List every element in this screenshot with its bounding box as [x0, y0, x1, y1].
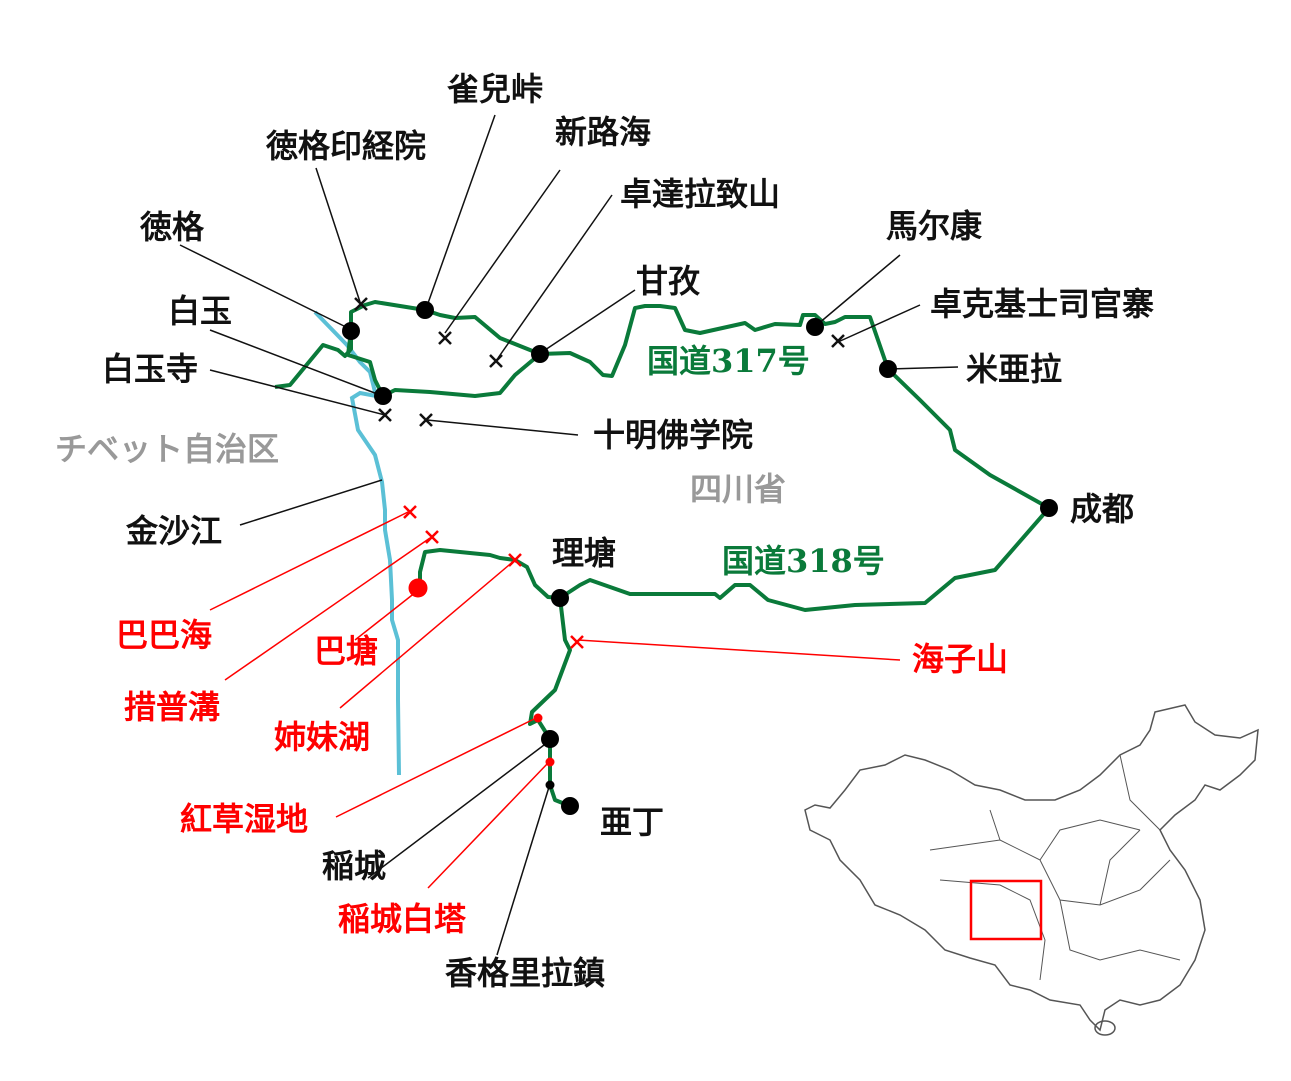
marker-hongcao	[533, 713, 543, 723]
province-borders	[929, 754, 1181, 981]
marker-dege	[342, 322, 360, 340]
route-g318	[418, 506, 1051, 612]
leader-lines	[179, 114, 959, 956]
marker-yading	[561, 797, 579, 815]
region-tibet: チベット自治区	[55, 430, 279, 468]
label-hongcao: 紅草湿地	[180, 800, 308, 838]
label-xinluhai: 新路海	[555, 113, 651, 151]
label-jinsha: 金沙江	[125, 512, 222, 550]
road-g318: 国道318号	[722, 542, 885, 580]
marker-batang	[408, 578, 428, 598]
label-maerkang: 馬尔康	[886, 207, 983, 245]
label-ganzi: 甘孜	[636, 262, 701, 300]
marker-ganzi	[531, 345, 549, 363]
label-xianggelila: 香格里拉鎮	[445, 954, 605, 992]
label-zimeihu: 姉妹湖	[274, 718, 370, 756]
marker-baiyu	[374, 387, 392, 405]
region-sichuan: 四川省	[690, 470, 786, 508]
label-chengdu: 成都	[1070, 490, 1134, 528]
label-batang: 巴塘	[314, 632, 378, 670]
marker-queerxia	[416, 301, 434, 319]
label-baiyusi: 白玉寺	[102, 350, 198, 388]
marker-litang	[551, 589, 569, 607]
label-babahai: 巴巴海	[116, 616, 212, 654]
marker-chengdu	[1040, 499, 1058, 517]
route-west	[274, 331, 353, 389]
label-baiyu: 白玉	[168, 292, 232, 330]
label-zhuoke: 卓克基士司官寨	[930, 285, 1154, 323]
hainan-island	[1094, 1020, 1116, 1036]
label-shiming: 十明佛学院	[593, 416, 753, 454]
marker-daochengbaita	[545, 757, 555, 767]
label-haizishan: 海子山	[912, 640, 1008, 678]
label-miyala: 米亜拉	[966, 350, 1062, 388]
route-g317-south	[346, 330, 542, 398]
label-litang: 理塘	[552, 534, 616, 572]
route-g317-north	[349, 300, 1050, 510]
label-queerxia: 雀兒峠	[447, 70, 543, 108]
label-degeyinjing: 徳格印経院	[265, 127, 426, 165]
marker-maerkang	[806, 318, 824, 336]
marker-daocheng	[541, 730, 559, 748]
china-outline	[804, 704, 1259, 1032]
marker-miyala	[879, 360, 897, 378]
label-zhuodala: 卓達拉致山	[620, 175, 780, 213]
label-dege: 徳格	[139, 208, 205, 246]
marker-xianggelila	[545, 780, 555, 790]
label-daocheng: 稲城	[322, 847, 386, 885]
jinsha-river	[313, 310, 401, 776]
town-markers	[342, 301, 1058, 815]
label-cuopugou: 措普溝	[124, 688, 220, 726]
china-inset-map	[804, 704, 1259, 1036]
inset-highlight-box	[969, 879, 1043, 941]
label-yading: 亜丁	[600, 803, 664, 841]
label-daochengbaita: 稲城白塔	[338, 900, 467, 938]
poi-x-markers	[354, 297, 845, 649]
road-g317: 国道317号	[647, 342, 810, 380]
